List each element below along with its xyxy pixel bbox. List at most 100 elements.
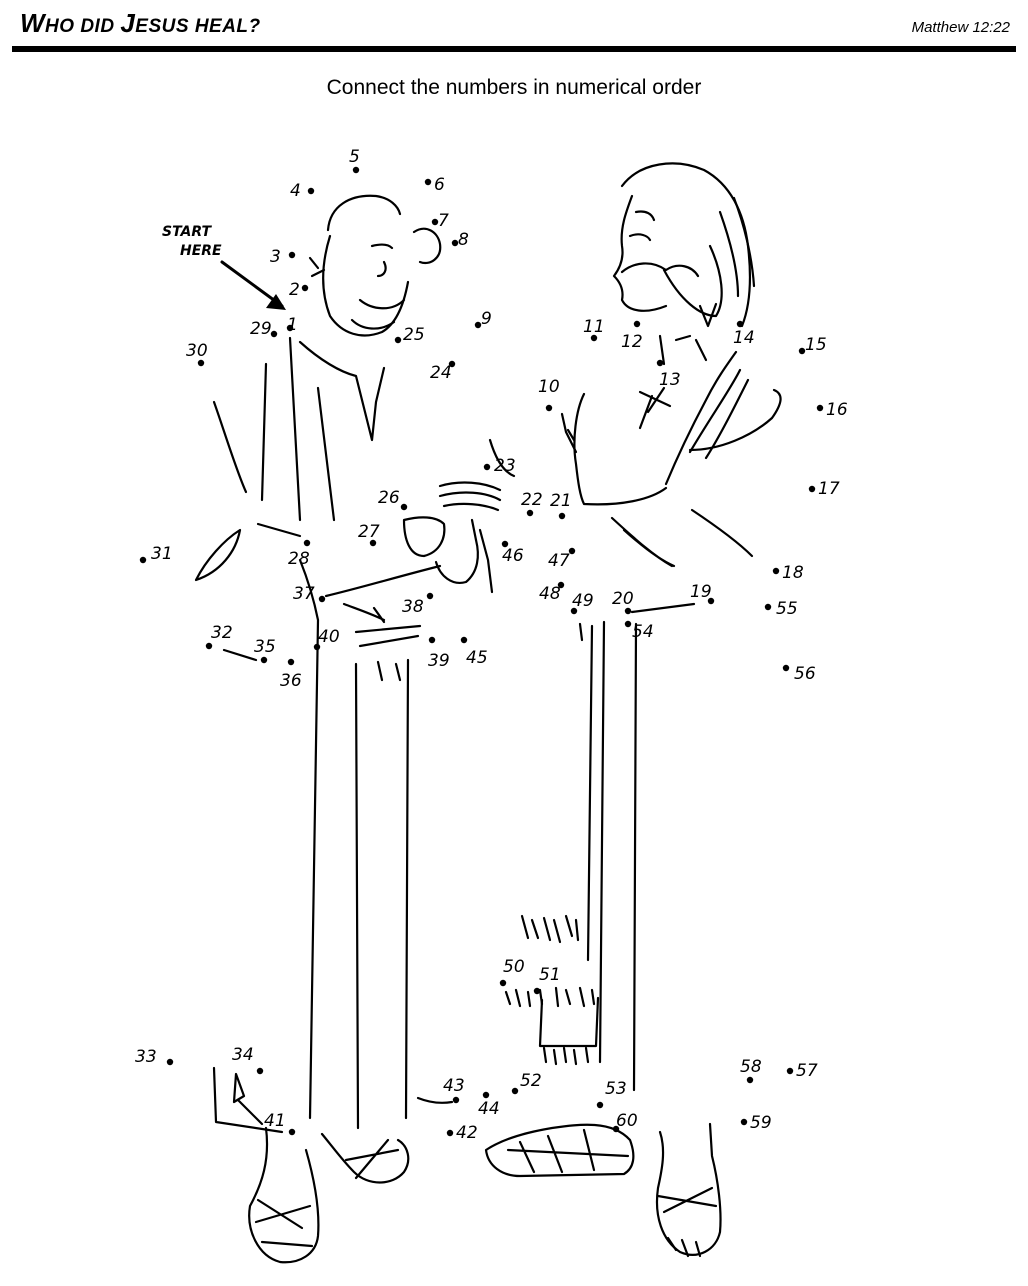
dot-22 <box>526 509 534 517</box>
dot-label-46: 46 <box>502 546 524 566</box>
dot-18 <box>772 567 780 575</box>
dot-label-41: 41 <box>264 1111 286 1131</box>
dot-label-55: 55 <box>776 599 798 619</box>
dot-26 <box>400 503 408 511</box>
dot-53 <box>596 1101 604 1109</box>
dot-30 <box>197 359 205 367</box>
dot-21 <box>558 512 566 520</box>
dot-label-15: 15 <box>805 335 827 355</box>
dot-29 <box>270 330 278 338</box>
dot-label-54: 54 <box>632 622 654 642</box>
dot-6 <box>424 178 432 186</box>
dot-label-39: 39 <box>428 651 450 671</box>
dot-13 <box>656 359 664 367</box>
dot-4 <box>307 187 315 195</box>
dot-label-3: 3 <box>270 247 281 267</box>
dot-19 <box>707 597 715 605</box>
dot-label-24: 24 <box>430 363 452 383</box>
dot-label-16: 16 <box>826 400 848 420</box>
dot-label-47: 47 <box>548 551 570 571</box>
clasped-hands-drawing <box>402 438 516 594</box>
dot-11 <box>590 334 598 342</box>
dot-43 <box>452 1096 460 1104</box>
dot-50 <box>499 979 507 987</box>
dot-label-40: 40 <box>318 627 340 647</box>
dot-48 <box>557 581 565 589</box>
dot-label-6: 6 <box>434 175 445 195</box>
dot-12 <box>633 320 641 328</box>
dot-label-56: 56 <box>794 664 816 684</box>
healed-man-drawing <box>194 194 454 1264</box>
dot-label-13: 13 <box>659 370 681 390</box>
dot-label-35: 35 <box>254 637 276 657</box>
dot-label-30: 30 <box>186 341 208 361</box>
dot-label-8: 8 <box>458 230 469 250</box>
dot-42 <box>446 1129 454 1137</box>
dot-58 <box>746 1076 754 1084</box>
dot-1 <box>286 324 294 332</box>
worksheet-title: WHO DID JESUS HEAL? <box>20 8 261 38</box>
dot-label-37: 37 <box>293 584 315 604</box>
dot-label-36: 36 <box>280 671 302 691</box>
dot-label-4: 4 <box>290 181 301 201</box>
dot-label-2: 2 <box>289 280 300 300</box>
dot-label-10: 10 <box>538 377 560 397</box>
worksheet-header: WHO DID JESUS HEAL? Matthew 12:22 <box>12 0 1016 56</box>
start-arrow <box>220 260 286 310</box>
dot-label-22: 22 <box>521 490 543 510</box>
dot-7 <box>431 218 439 226</box>
dot-45 <box>460 636 468 644</box>
dot-label-34: 34 <box>232 1045 254 1065</box>
instructions: Connect the numbers in numerical order <box>326 76 702 99</box>
dot-label-49: 49 <box>572 591 594 611</box>
dot-label-57: 57 <box>796 1061 818 1081</box>
dot-38 <box>426 592 434 600</box>
dot-14 <box>736 320 744 328</box>
dot-40 <box>313 643 321 651</box>
dot-24 <box>448 360 456 368</box>
dot-label-50: 50 <box>503 957 525 977</box>
dot-27 <box>369 539 377 547</box>
dot-label-45: 45 <box>466 648 488 668</box>
dot-label-5: 5 <box>349 147 360 167</box>
dot-56 <box>782 664 790 672</box>
dot-label-12: 12 <box>621 332 643 352</box>
dot-23 <box>483 463 491 471</box>
dot-label-11: 11 <box>583 317 605 337</box>
dot-label-7: 7 <box>438 211 449 231</box>
dot-49 <box>570 607 578 615</box>
dot-41 <box>288 1128 296 1136</box>
dot-10 <box>545 404 553 412</box>
dot-label-44: 44 <box>478 1099 500 1119</box>
dot-57 <box>786 1067 794 1075</box>
dot-label-32: 32 <box>211 623 233 643</box>
dot-39 <box>428 636 436 644</box>
dot-16 <box>816 404 824 412</box>
dot-17 <box>808 485 816 493</box>
dot-8 <box>451 239 459 247</box>
dot-9 <box>474 321 482 329</box>
dot-34 <box>256 1067 264 1075</box>
dot-label-58: 58 <box>740 1057 762 1077</box>
dot-label-59: 59 <box>750 1113 772 1133</box>
dot-label-33: 33 <box>135 1047 157 1067</box>
jesus-drawing <box>484 162 782 1258</box>
dot-20 <box>624 607 632 615</box>
dot-5 <box>352 166 360 174</box>
dot-54 <box>624 620 632 628</box>
dot-label-17: 17 <box>818 479 840 499</box>
dot-label-26: 26 <box>378 488 400 508</box>
dot-32 <box>205 642 213 650</box>
dot-label-29: 29 <box>250 319 272 339</box>
dot-label-14: 14 <box>733 328 755 348</box>
dot-59 <box>740 1118 748 1126</box>
dot-label-19: 19 <box>690 582 712 602</box>
dot-label-43: 43 <box>443 1076 465 1096</box>
dot-label-20: 20 <box>612 589 634 609</box>
dot-label-28: 28 <box>288 549 310 569</box>
dot-36 <box>287 658 295 666</box>
dot-label-38: 38 <box>402 597 424 617</box>
dot-3 <box>288 251 296 259</box>
